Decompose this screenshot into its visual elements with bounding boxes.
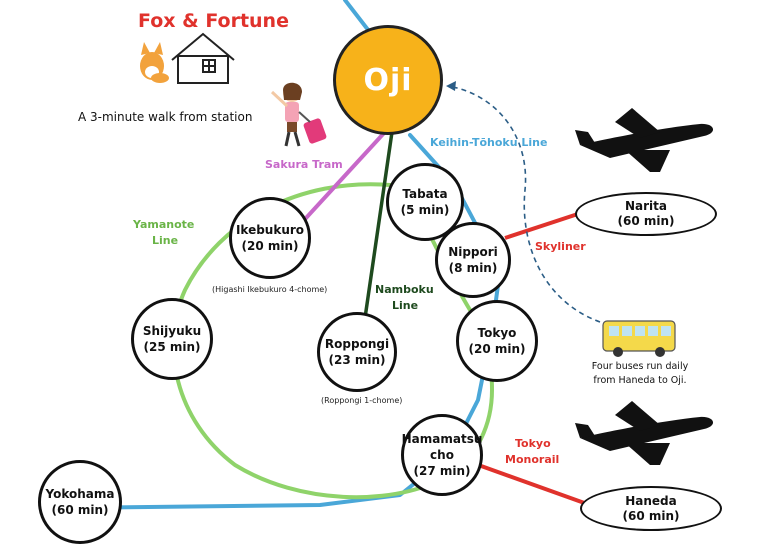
monorail-line bbox=[469, 460, 591, 507]
station-time: (25 min) bbox=[143, 340, 201, 354]
keihin-line-label: Keihin-Tōhoku Line bbox=[430, 136, 548, 149]
bus-icon bbox=[602, 320, 676, 357]
plane-icon-haneda bbox=[575, 401, 714, 465]
station-name: Tokyo bbox=[477, 326, 517, 340]
plane-icon-narita bbox=[575, 108, 714, 172]
station-time: (60 min) bbox=[51, 503, 109, 517]
station-nippori[interactable]: Nippori (8 min) bbox=[435, 222, 511, 298]
station-tokyo[interactable]: Tokyo (20 min) bbox=[456, 300, 538, 382]
sakura-tram-line bbox=[293, 130, 387, 232]
airport-time: (60 min) bbox=[622, 508, 680, 523]
station-name: Tabata bbox=[402, 187, 448, 201]
station-time: (5 min) bbox=[400, 203, 450, 217]
station-name: Yokohama bbox=[45, 487, 115, 501]
airport-narita[interactable]: Narita (60 min) bbox=[575, 192, 717, 236]
skyliner-label: Skyliner bbox=[535, 240, 586, 253]
station-yokohama[interactable]: Yokohama (60 min) bbox=[38, 460, 122, 544]
station-hamamatsucho[interactable]: Hamamatsu cho (27 min) bbox=[401, 414, 483, 496]
walk-note: A 3-minute walk from station bbox=[78, 110, 253, 124]
bus-route-arrowhead bbox=[446, 81, 456, 91]
sakura-tram-label: Sakura Tram bbox=[265, 158, 343, 171]
brand-title: Fox & Fortune bbox=[138, 10, 289, 32]
bus-note-line2: from Haneda to Oji. bbox=[593, 375, 687, 386]
oji-label: Oji bbox=[363, 62, 413, 98]
station-name-line2: cho bbox=[430, 448, 454, 462]
station-time: (27 min) bbox=[413, 464, 471, 478]
station-time: (20 min) bbox=[241, 239, 299, 253]
station-ikebukuro[interactable]: Ikebukuro (20 min) bbox=[229, 197, 311, 279]
airport-time: (60 min) bbox=[617, 214, 675, 228]
station-time: (23 min) bbox=[328, 353, 386, 367]
fox-icon bbox=[140, 42, 169, 83]
station-time: (20 min) bbox=[468, 342, 526, 356]
namboku-label-2: Line bbox=[392, 299, 419, 312]
house-icon bbox=[171, 32, 235, 84]
traveler-icon bbox=[270, 82, 327, 147]
station-name: Ikebukuro bbox=[235, 223, 305, 237]
station-time: (8 min) bbox=[448, 261, 498, 275]
station-name: Roppongi bbox=[324, 337, 390, 351]
bus-note-line1: Four buses run daily bbox=[591, 361, 689, 372]
station-name: Nippori bbox=[448, 245, 498, 259]
monorail-label-2: Monorail bbox=[505, 453, 560, 466]
station-roppongi[interactable]: Roppongi (23 min) bbox=[317, 312, 397, 392]
namboku-label-1: Namboku bbox=[375, 283, 434, 296]
bus-route bbox=[447, 85, 601, 323]
monorail-label-1: Tokyo bbox=[515, 437, 551, 450]
bus-note: Four buses run daily from Haneda to Oji. bbox=[580, 360, 700, 388]
station-shijyuku[interactable]: Shijyuku (25 min) bbox=[131, 298, 213, 380]
oji-hub-node[interactable]: Oji bbox=[333, 25, 443, 135]
namboku-line bbox=[363, 131, 394, 319]
station-name-line1: Hamamatsu bbox=[401, 432, 483, 446]
station-name: Shijyuku bbox=[142, 324, 202, 338]
airport-name: Narita bbox=[624, 199, 667, 213]
yamanote-label-2: Line bbox=[152, 234, 179, 247]
ikebukuro-sub-label: (Higashi Ikebukuro 4-chome) bbox=[212, 285, 328, 294]
roppongi-sub-label: (Roppongi 1-chome) bbox=[321, 396, 403, 405]
airport-name: Haneda bbox=[625, 493, 677, 508]
yamanote-label-1: Yamanote bbox=[133, 218, 195, 231]
airport-haneda[interactable]: Haneda (60 min) bbox=[580, 486, 722, 531]
station-tabata[interactable]: Tabata (5 min) bbox=[386, 163, 464, 241]
